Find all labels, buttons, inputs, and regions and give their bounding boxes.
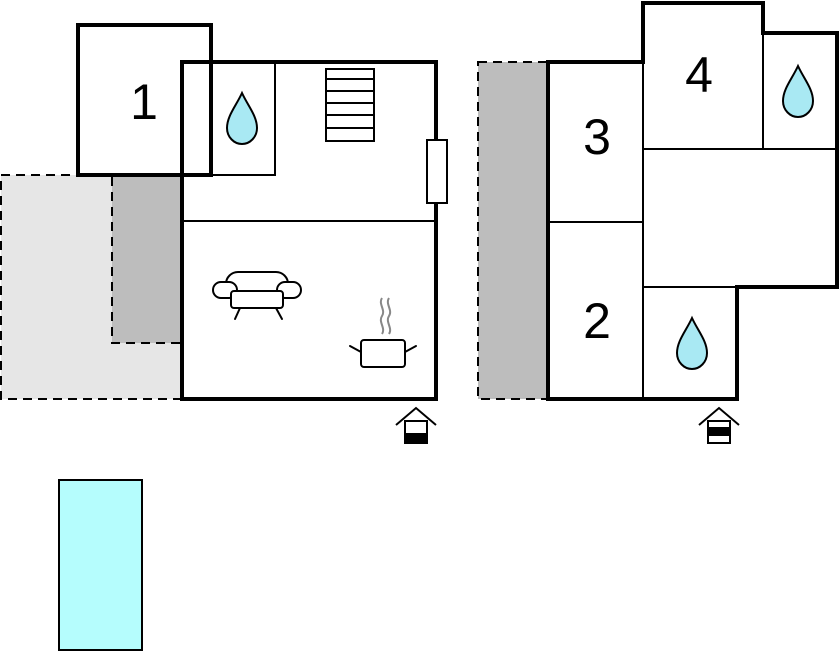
window-icon xyxy=(426,139,448,204)
right-building xyxy=(546,1,839,401)
room-label-1: 1 xyxy=(130,74,158,130)
entrance-house-icon xyxy=(698,406,740,444)
room-label-3: 3 xyxy=(583,109,611,165)
room-1-outline xyxy=(76,23,213,177)
sofa-icon xyxy=(212,271,302,320)
right-building-outline xyxy=(546,1,839,401)
terrace-right-covered xyxy=(477,61,549,400)
entrance-house-icon xyxy=(395,406,437,444)
terrace-left xyxy=(0,174,183,400)
water-drop-icon xyxy=(781,63,815,119)
cooking-pot-icon xyxy=(349,297,417,368)
room-label-4: 4 xyxy=(685,47,713,103)
stairs-icon xyxy=(325,68,375,142)
swimming-pool xyxy=(58,479,143,651)
terrace-left-covered xyxy=(111,174,183,344)
water-drop-icon xyxy=(225,90,259,146)
water-drop-icon xyxy=(675,315,709,371)
room-label-2: 2 xyxy=(583,293,611,349)
